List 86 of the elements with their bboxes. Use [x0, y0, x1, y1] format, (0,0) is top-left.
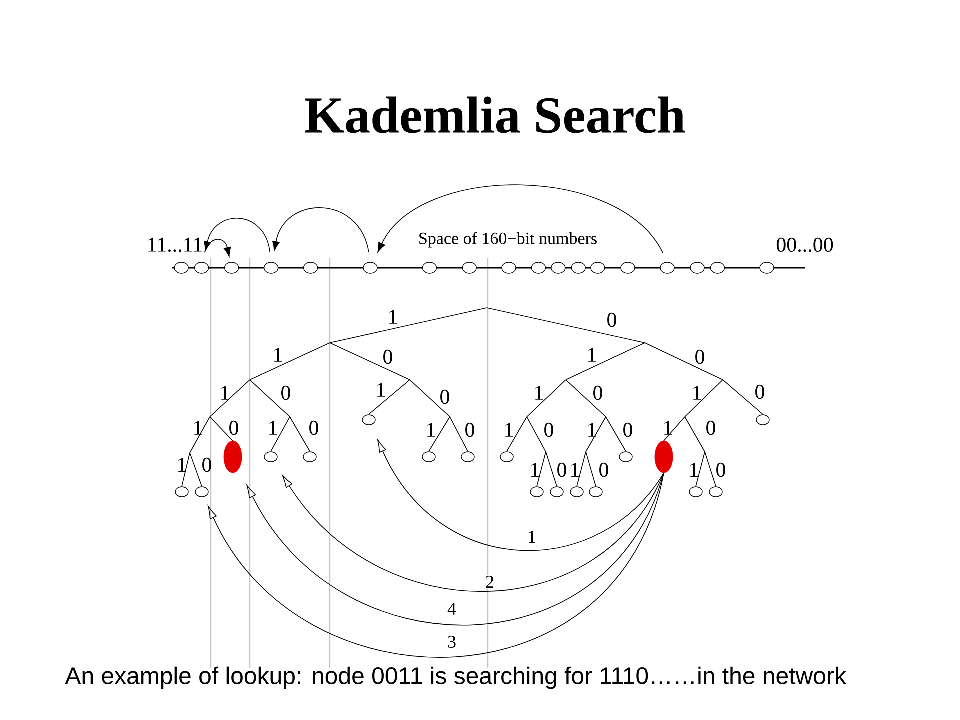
bit-label: 1: [506, 423, 513, 437]
point-circle: [531, 262, 546, 274]
edge-label: 2: [484, 575, 496, 589]
arrow: [377, 440, 664, 551]
caption: An example of lookup: node 0011 is searching for 1110……in the network: [65, 666, 846, 690]
leaf-circle: [175, 486, 189, 498]
arrow: [378, 184, 664, 254]
bit-label: 1: [274, 348, 282, 362]
point-circle: [462, 262, 477, 274]
bit-label: 1: [664, 421, 672, 435]
arrow: [282, 472, 664, 592]
bit-label: 1: [694, 386, 701, 400]
edge-label: 3: [446, 634, 458, 650]
point-circle: [590, 262, 606, 274]
bit-label: 1: [178, 458, 186, 472]
bit-label: 0: [558, 462, 566, 478]
arrow: [272, 208, 370, 253]
arrow: [204, 218, 271, 253]
point-circle: [502, 262, 516, 274]
bit-label: 1: [390, 310, 397, 324]
bit-label: 1: [378, 383, 385, 397]
bit-label: 1: [572, 463, 579, 477]
highlighted-node: [654, 440, 674, 474]
edge-label: 4: [446, 602, 458, 616]
edge-label: 1: [526, 530, 538, 544]
leaf-circle: [461, 452, 475, 462]
point-circle: [660, 262, 675, 274]
point-circle: [710, 262, 726, 274]
arrow: [208, 472, 664, 658]
range-label: 11...11: [148, 238, 202, 252]
leaf-circle: [689, 486, 703, 498]
title: Kademlia Search: [305, 96, 686, 134]
bit-label: 0: [594, 386, 602, 400]
bit-label: 0: [608, 312, 616, 328]
leaf-circle: [303, 452, 317, 462]
point-circle: [760, 262, 774, 274]
leaf-circle: [619, 452, 633, 462]
point-circle: [174, 262, 189, 274]
bit-label: 0: [230, 420, 238, 436]
leaf-circle: [756, 414, 770, 426]
arrow: [204, 239, 232, 258]
point-circle: [422, 262, 438, 274]
bit-label: 0: [282, 386, 290, 400]
point-circle: [264, 262, 279, 274]
arrow: [246, 472, 664, 626]
point-circle: [363, 262, 378, 274]
leaf-circle: [589, 486, 603, 498]
point-circle: [620, 262, 636, 274]
leaf-circle: [500, 452, 514, 462]
bit-label: 0: [716, 462, 726, 478]
highlighted-node: [224, 440, 242, 474]
leaf-circle: [530, 486, 544, 498]
leaf-circle: [709, 486, 723, 498]
leaf-circle: [550, 486, 564, 498]
axis-caption: Space of 160−bit numbers: [420, 232, 597, 248]
bit-label: 1: [428, 423, 435, 437]
bit-label: 0: [466, 422, 474, 438]
bit-label: 0: [696, 350, 704, 364]
bit-label: 0: [310, 420, 318, 436]
leaf-circle: [362, 414, 376, 426]
point-circle: [571, 262, 586, 274]
bit-label: 0: [544, 422, 554, 438]
bit-label: 1: [270, 421, 277, 435]
bit-label: 1: [532, 463, 539, 477]
bit-label: 1: [536, 386, 543, 400]
bit-label: 0: [600, 462, 608, 478]
bit-label: 1: [194, 421, 202, 435]
leaf-circle: [570, 486, 584, 498]
point-circle: [303, 262, 318, 274]
leaf-circle: [195, 486, 209, 498]
point-circle: [194, 262, 210, 274]
bit-label: 0: [384, 350, 392, 364]
bit-label: 1: [588, 423, 596, 437]
bit-label: 0: [624, 422, 632, 438]
bit-label: 1: [588, 348, 596, 362]
bit-label: 1: [690, 463, 698, 477]
bit-label: 0: [706, 420, 716, 436]
point-circle: [690, 262, 705, 274]
leaf-circle: [422, 452, 436, 462]
point-circle: [224, 262, 240, 274]
bit-label: 0: [202, 458, 212, 472]
bit-label: 0: [440, 390, 450, 404]
range-label: 00...00: [776, 238, 834, 252]
bit-label: 1: [222, 386, 229, 400]
leaf-circle: [264, 452, 278, 462]
point-circle: [551, 262, 566, 274]
